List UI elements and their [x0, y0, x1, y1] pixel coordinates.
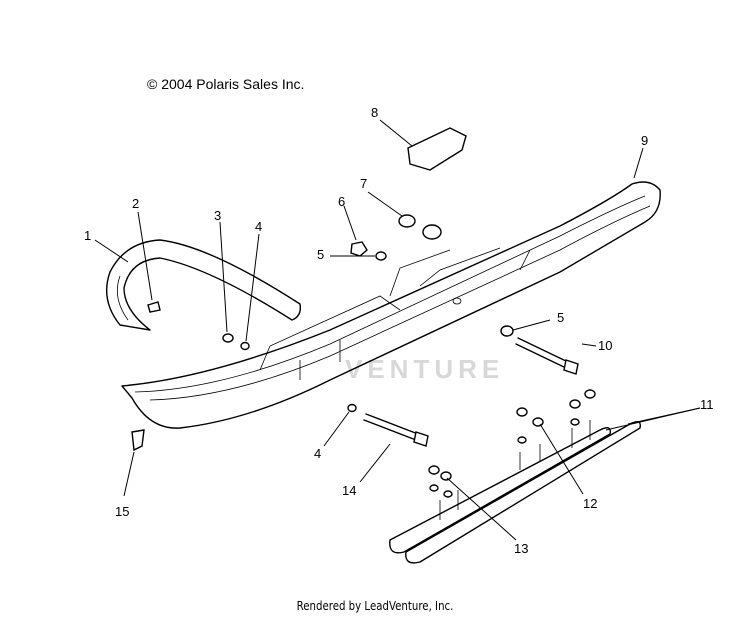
washer-part — [240, 341, 250, 351]
bolt-part — [363, 413, 429, 447]
nut-part — [350, 241, 368, 257]
callout-9: 9 — [641, 133, 648, 148]
callout-10: 10 — [598, 338, 612, 353]
callout-5-lower: 5 — [557, 310, 564, 325]
leader-lines — [94, 119, 701, 541]
callout-7: 7 — [360, 176, 367, 191]
washer-part — [500, 325, 514, 337]
washer-part — [347, 403, 357, 413]
washer-part — [375, 251, 387, 261]
bushing-part — [398, 214, 416, 228]
callout-6: 6 — [338, 194, 345, 209]
callout-15: 15 — [115, 504, 129, 519]
ski-handle — [106, 239, 302, 331]
callout-5: 5 — [317, 247, 324, 262]
runner-nuts — [428, 389, 596, 498]
callout-4: 4 — [255, 219, 262, 234]
callout-13: 13 — [514, 541, 528, 556]
clip-part — [147, 301, 161, 313]
pin-part — [131, 429, 145, 452]
callout-4-lower: 4 — [314, 446, 321, 461]
callout-2: 2 — [132, 196, 139, 211]
bolt-part — [515, 337, 579, 375]
callout-14: 14 — [342, 483, 356, 498]
nut-part — [222, 333, 234, 343]
callout-11: 11 — [700, 397, 714, 412]
leadventure-watermark: VENTURE — [345, 354, 505, 384]
footer-credit: Rendered by LeadVenture, Inc. — [296, 599, 454, 613]
copyright-text: © 2004 Polaris Sales Inc. — [147, 76, 305, 92]
callout-3: 3 — [214, 208, 221, 223]
callout-8: 8 — [371, 105, 378, 120]
saddle-part — [407, 127, 467, 171]
callout-12: 12 — [583, 496, 597, 511]
bushing-part — [422, 224, 442, 240]
ski-body — [121, 181, 661, 429]
callout-1: 1 — [84, 228, 91, 243]
